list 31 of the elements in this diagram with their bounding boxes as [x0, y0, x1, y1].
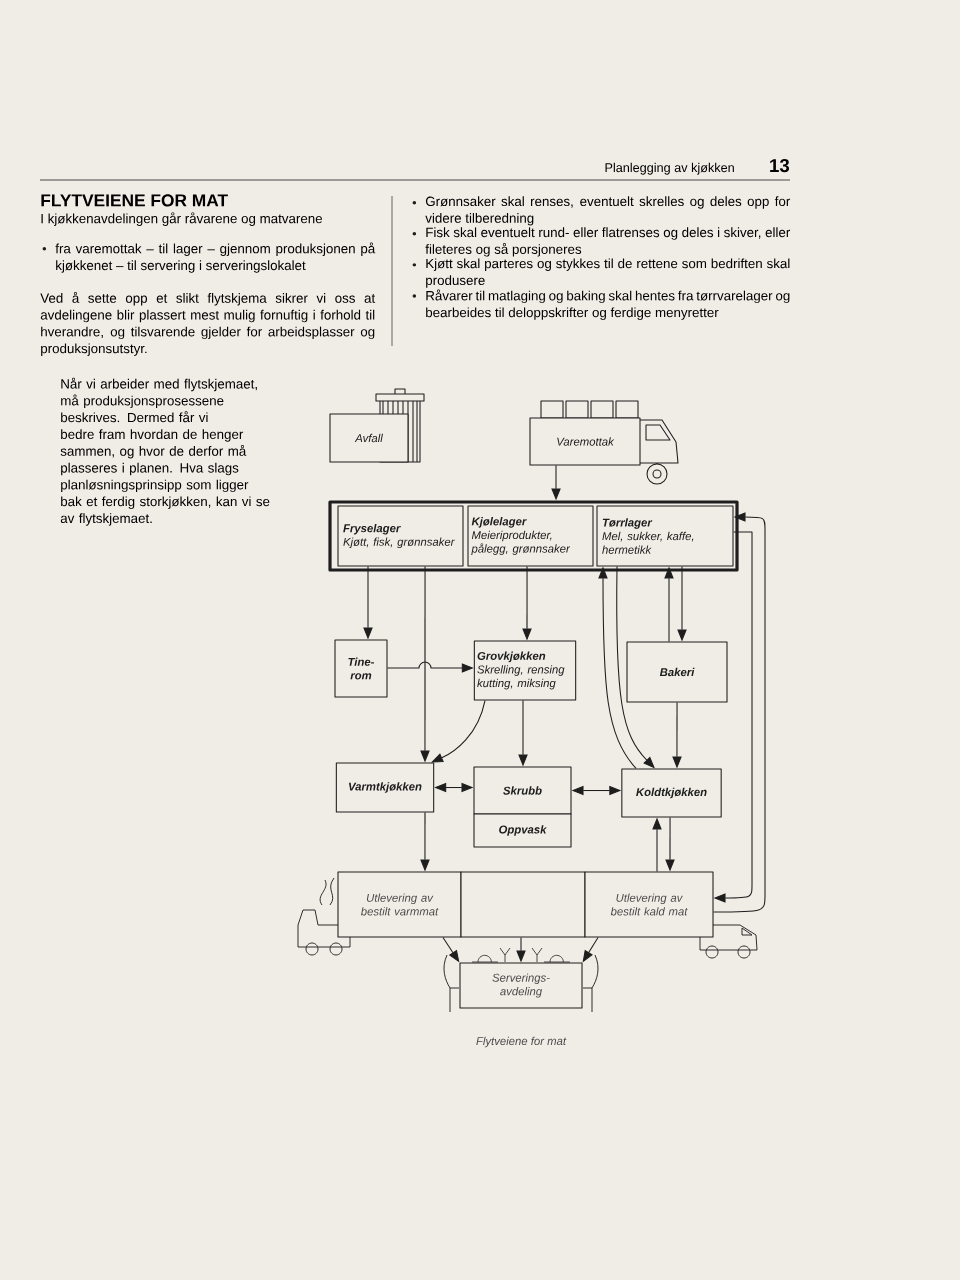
process-box: Fryselager Kjøtt, fisk, grønnsaker: [337, 505, 464, 567]
process-box: Tørrlager Mel, sukker, kaffe, hermetikk: [596, 505, 734, 567]
bullet-item: fra varemottak – til lager – gjennom produksjonen på kjøkkenet – til servering i serveringslokalet: [42, 242, 376, 273]
paragraph: Ved å sette opp et slikt flytskjema sikrer vi oss at avdelingene blir plassert mest mulig fornuftig i forhold til hverandre, og tilsvarende gjelder for arbeidsplasser og produksjonsutstyr.: [40, 291, 376, 356]
paragraph: I kjøkkenavdelingen går råvarene og matvarene: [41, 212, 322, 226]
process-box: Utlevering av bestilt kald mat: [584, 871, 714, 938]
figure-caption: Flytveiene for mat: [476, 1036, 567, 1048]
group-frame: [328, 500, 739, 572]
heading: FLYTVEIENE FOR MAT: [41, 194, 228, 207]
process-box: Varmtkjøkken: [335, 762, 435, 813]
process-box: Oppvask: [473, 813, 572, 848]
process-box: Koldtkjøkken: [621, 768, 722, 818]
process-box: Tine- rom: [334, 639, 388, 698]
process-box: [460, 871, 586, 938]
bullet-item: Råvarer til matlaging og baking skal hentes fra tørrvarelager og bearbeides til deloppskrifter og ferdige menyretter: [412, 289, 790, 320]
process-box: Grovkjøkken Skrelling, rensing kutting, miksing: [473, 640, 577, 701]
process-box: Serverings- avdeling: [459, 962, 583, 1009]
bullet-item: Kjøtt skal parteres og stykkes til de rettene som bedriften skal produsere: [412, 258, 790, 288]
arrow: [431, 700, 486, 763]
page-header: Planlegging av kjøkken: [605, 162, 734, 175]
process-box: Skrubb: [473, 766, 572, 815]
process-box: Avfall: [329, 413, 409, 463]
bullet-item: Grønnsaker skal renses, eventuelt skrelles og deles opp for videre tilberedning: [412, 196, 791, 226]
page-number: 13: [770, 158, 790, 173]
process-box: Utlevering av bestilt varmmat: [337, 871, 462, 938]
arrow: [713, 512, 766, 913]
process-box: Bakeri: [626, 641, 728, 703]
process-box: Varemottak: [529, 417, 641, 466]
bullet-item: Fisk skal eventuelt rund- eller flatrenses og deles i skiver, eller fileteres og så porsjoneres: [412, 227, 791, 257]
paragraph: Når vi arbeider med flytskjemaet, må produksjonsprosessene beskrives. Dermed får vi bedre fram hvordan de henger sammen, og hvor de derfor må plasseres i planen. Hva slags planløsningsprinsipp som ligger bak et ferdig storkjøkken, kan vi se av flytskjemaet.: [60, 377, 270, 526]
process-box: Kjølelager Meieriprodukter, pålegg, grønnsaker: [467, 505, 594, 567]
